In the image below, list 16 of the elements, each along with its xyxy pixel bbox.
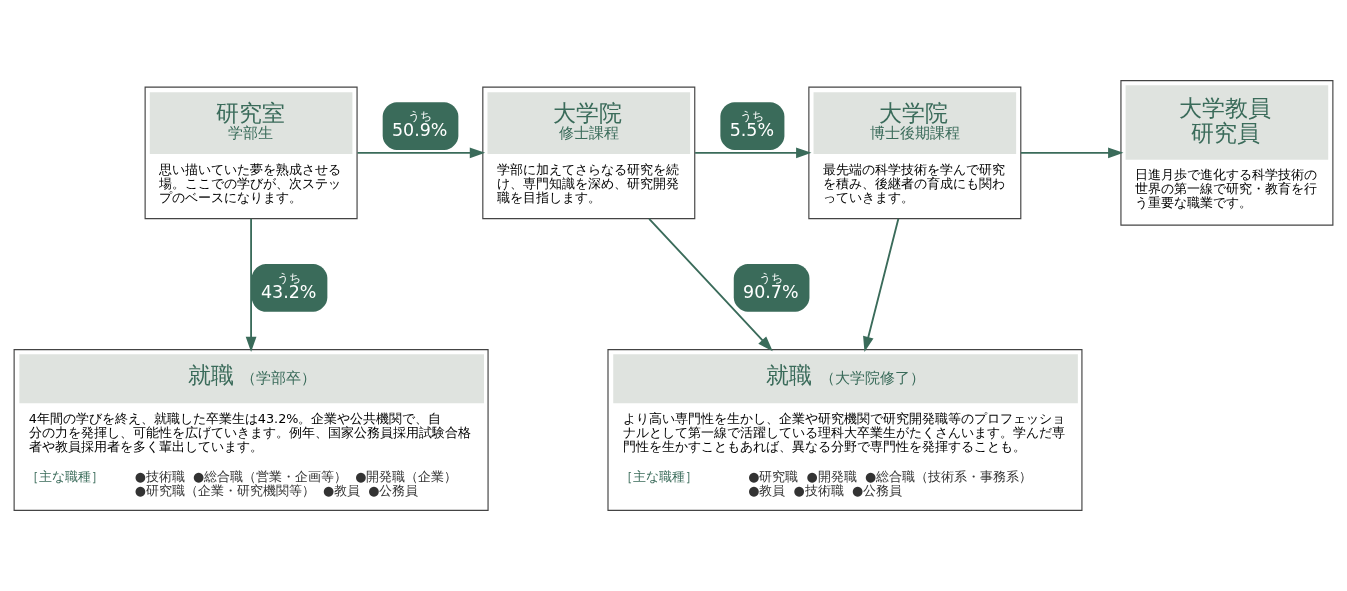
node-box: 就職 （大学院修了） より高い専門性を生かし、企業や研究機関で研究開発職等のプロフェッショナルとして第一線で活躍している理科大卒業生がたくさんいます。学んだ専門性を生かすこともあれば、異なる分野で専門性を発揮することも。 ［主な職種］ ●研究職 ●開発職 ●総合職（技術系・事務系） ●教員 ●技術職 ●公務員 bbox=[607, 349, 1083, 511]
node-box: 研究室 学部生 思い描いていた夢を熟成させる場。ここでの学びが、次ステップのベースになります。 bbox=[144, 86, 358, 220]
edge-label: うち 5.5% bbox=[729, 108, 775, 140]
node-box: 就職 （学部卒） 4年間の学びを終え、就職した卒業生は43.2%。企業や公共機関で、自分の力を発揮し、可能性を広げていきます。例年、国家公務員採用試験合格者や教員採用者を多く輩出しています。 ［主な職種］ ●技術職 ●総合職（営業・企画等） ●開発職（企業） ●研究職（企業・研究機関等） ●教員 ●公務員 bbox=[13, 349, 489, 511]
arrow bbox=[694, 147, 812, 159]
node-box: 大学院 博士後期課程 最先端の科学技術を学んで研究を積み、後継者の育成にも関わっていきます。 bbox=[808, 86, 1022, 220]
arrow bbox=[245, 217, 257, 353]
arrow bbox=[1019, 147, 1124, 159]
edge-label: うち 90.7% bbox=[743, 270, 799, 302]
edge-label: うち 43.2% bbox=[260, 270, 317, 302]
node-box: 大学教員 研究員 日進月歩で進化する科学技術の世界の第一線で研究・教育を行う重要な職業です。 bbox=[1120, 80, 1334, 226]
arrow bbox=[863, 217, 900, 352]
edge-label: うち 50.9% bbox=[391, 108, 448, 140]
node-box: 大学院 修士課程 学部に加えてさらなる研究を続け、専門知識を深め、研究開発職を目指します。 bbox=[482, 86, 696, 220]
arrow bbox=[648, 217, 773, 352]
arrow bbox=[356, 147, 486, 159]
